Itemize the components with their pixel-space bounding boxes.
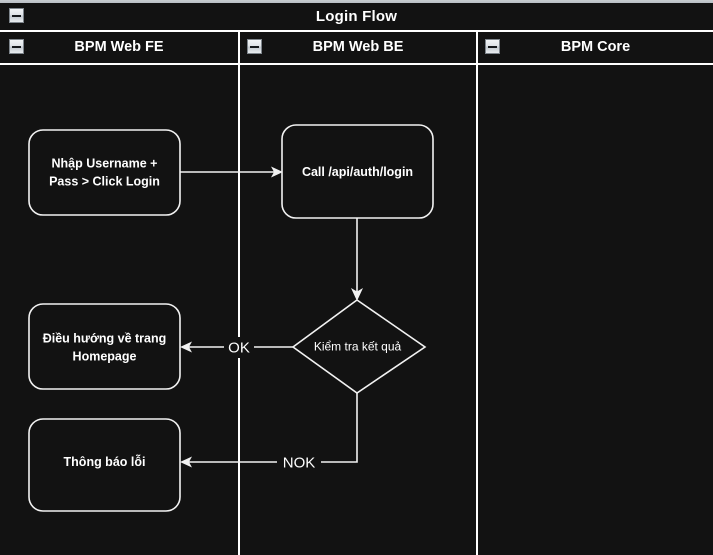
lane-divider-fe-be bbox=[238, 30, 240, 555]
lane-divider-be-core bbox=[476, 30, 478, 555]
node-show-error[interactable]: Thông báo lỗi bbox=[28, 418, 181, 512]
node-navigate-homepage[interactable]: Điều hướng về trang Homepage bbox=[28, 303, 181, 390]
lane-header-separator bbox=[0, 63, 713, 65]
lane-header-core: BPM Core bbox=[560, 38, 631, 55]
edge-check-result-to-navigate-homepage[interactable]: OK bbox=[180, 337, 293, 358]
pool-title: Login Flow bbox=[315, 8, 398, 25]
pool-collapse-button[interactable] bbox=[9, 8, 24, 23]
node-call-login-api[interactable]: Call /api/auth/login bbox=[281, 124, 434, 219]
edge-check-result-to-show-error[interactable]: NOK bbox=[180, 393, 358, 473]
lane-collapse-button-fe[interactable] bbox=[9, 39, 24, 54]
minus-collapse-icon bbox=[12, 45, 21, 48]
edge-call-login-api-to-check-result[interactable] bbox=[351, 218, 363, 301]
pool-title-separator bbox=[0, 30, 713, 32]
node-check-result[interactable]: Kiểm tra kết quả bbox=[291, 299, 427, 394]
minus-collapse-icon bbox=[250, 45, 259, 48]
minus-collapse-icon bbox=[12, 14, 21, 17]
lane-header-fe: BPM Web FE bbox=[74, 38, 164, 55]
lane-collapse-button-core[interactable] bbox=[485, 39, 500, 54]
window-top-strip bbox=[0, 0, 713, 3]
node-input-credentials[interactable]: Nhập Username + Pass > Click Login bbox=[28, 129, 181, 216]
lane-collapse-button-be[interactable] bbox=[247, 39, 262, 54]
lane-header-be: BPM Web BE bbox=[312, 38, 404, 55]
edge-input-credentials-to-call-login-api[interactable] bbox=[180, 166, 283, 178]
minus-collapse-icon bbox=[488, 45, 497, 48]
